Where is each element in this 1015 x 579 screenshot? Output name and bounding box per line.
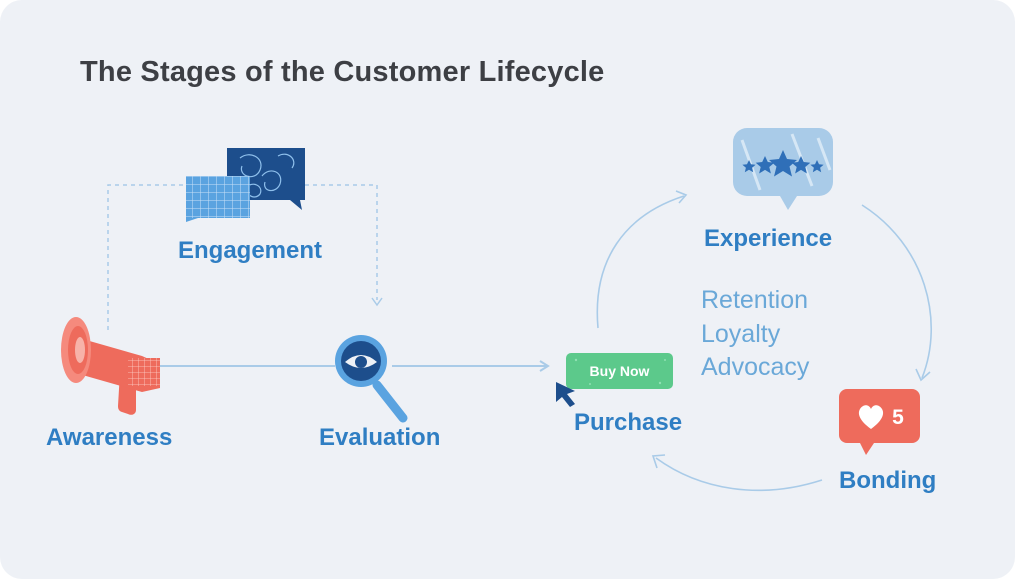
cycle-arc-experience-to-bonding xyxy=(861,204,933,379)
stage-label-awareness: Awareness xyxy=(46,424,173,451)
page-title: The Stages of the Customer Lifecycle xyxy=(80,56,605,88)
outcome-label-retention: Retention xyxy=(701,286,809,314)
magnifier-eye-icon xyxy=(335,335,408,423)
outcome-label-loyalty: Loyalty xyxy=(701,320,781,348)
cycle-arc-purchase-to-experience xyxy=(596,195,685,329)
cycle-arrowhead-experience xyxy=(675,190,688,204)
chat-bubbles-icon xyxy=(186,148,305,222)
outcome-label-advocacy: Advocacy xyxy=(701,353,810,381)
engagement-dashed-arrowhead xyxy=(371,297,383,307)
cycle-arrowhead-purchase xyxy=(651,454,666,469)
like-count: 5 xyxy=(892,406,904,429)
stage-label-evaluation: Evaluation xyxy=(319,424,441,451)
stage-label-engagement: Engagement xyxy=(178,237,323,264)
evaluation-purchase-arrowhead xyxy=(539,360,550,372)
buy-now-button-icon: Buy Now xyxy=(566,353,673,389)
cycle-arrowhead-bonding xyxy=(915,368,931,382)
buy-now-label: Buy Now xyxy=(590,363,650,379)
cycle-arc-bonding-to-purchase xyxy=(655,457,823,492)
stage-label-bonding: Bonding xyxy=(839,467,937,494)
engagement-dashed-connector xyxy=(107,184,378,330)
stage-label-experience: Experience xyxy=(704,225,833,252)
star-rating-bubble-icon xyxy=(733,128,833,210)
stage-label-purchase: Purchase xyxy=(574,409,683,436)
cursor-arrow-icon xyxy=(556,382,575,407)
like-badge-icon: 5 xyxy=(839,389,920,455)
megaphone-icon xyxy=(61,317,160,415)
